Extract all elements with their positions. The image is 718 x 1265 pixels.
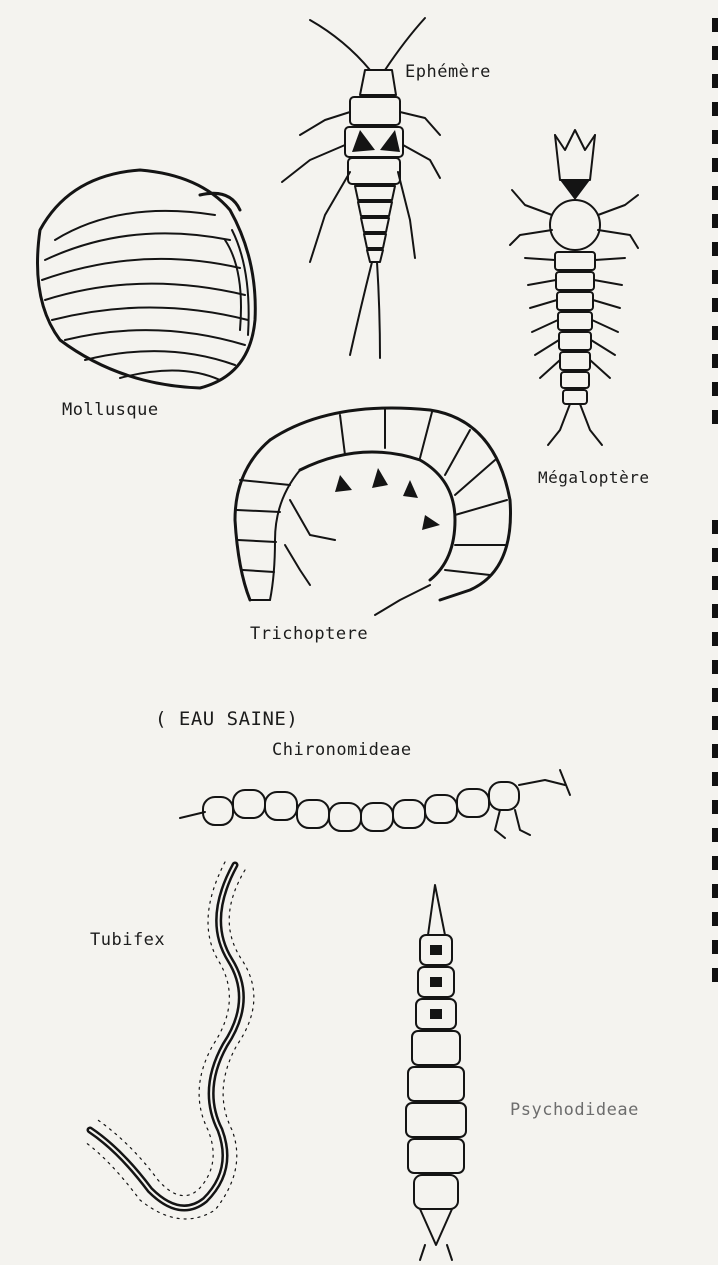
label-psychodideae: Psychodideae — [510, 1100, 639, 1120]
chironomideae-drawing — [180, 770, 570, 838]
mollusque-drawing — [38, 170, 256, 388]
psychodideae-drawing — [406, 885, 466, 1260]
label-tubifex: Tubifex — [90, 930, 165, 950]
label-ephemere: Ephémère — [405, 62, 491, 82]
tubifex-drawing — [85, 862, 254, 1219]
label-trichoptere: Trichoptere — [250, 624, 368, 644]
label-mollusque: Mollusque — [62, 400, 159, 420]
label-eau-saine: ( EAU SAINE) — [155, 708, 298, 730]
label-chironomideae: Chironomideae — [272, 740, 412, 760]
megaloptere-drawing — [510, 130, 638, 445]
trichoptere-drawing — [235, 408, 511, 615]
label-megaloptere: Mégaloptère — [538, 468, 649, 487]
